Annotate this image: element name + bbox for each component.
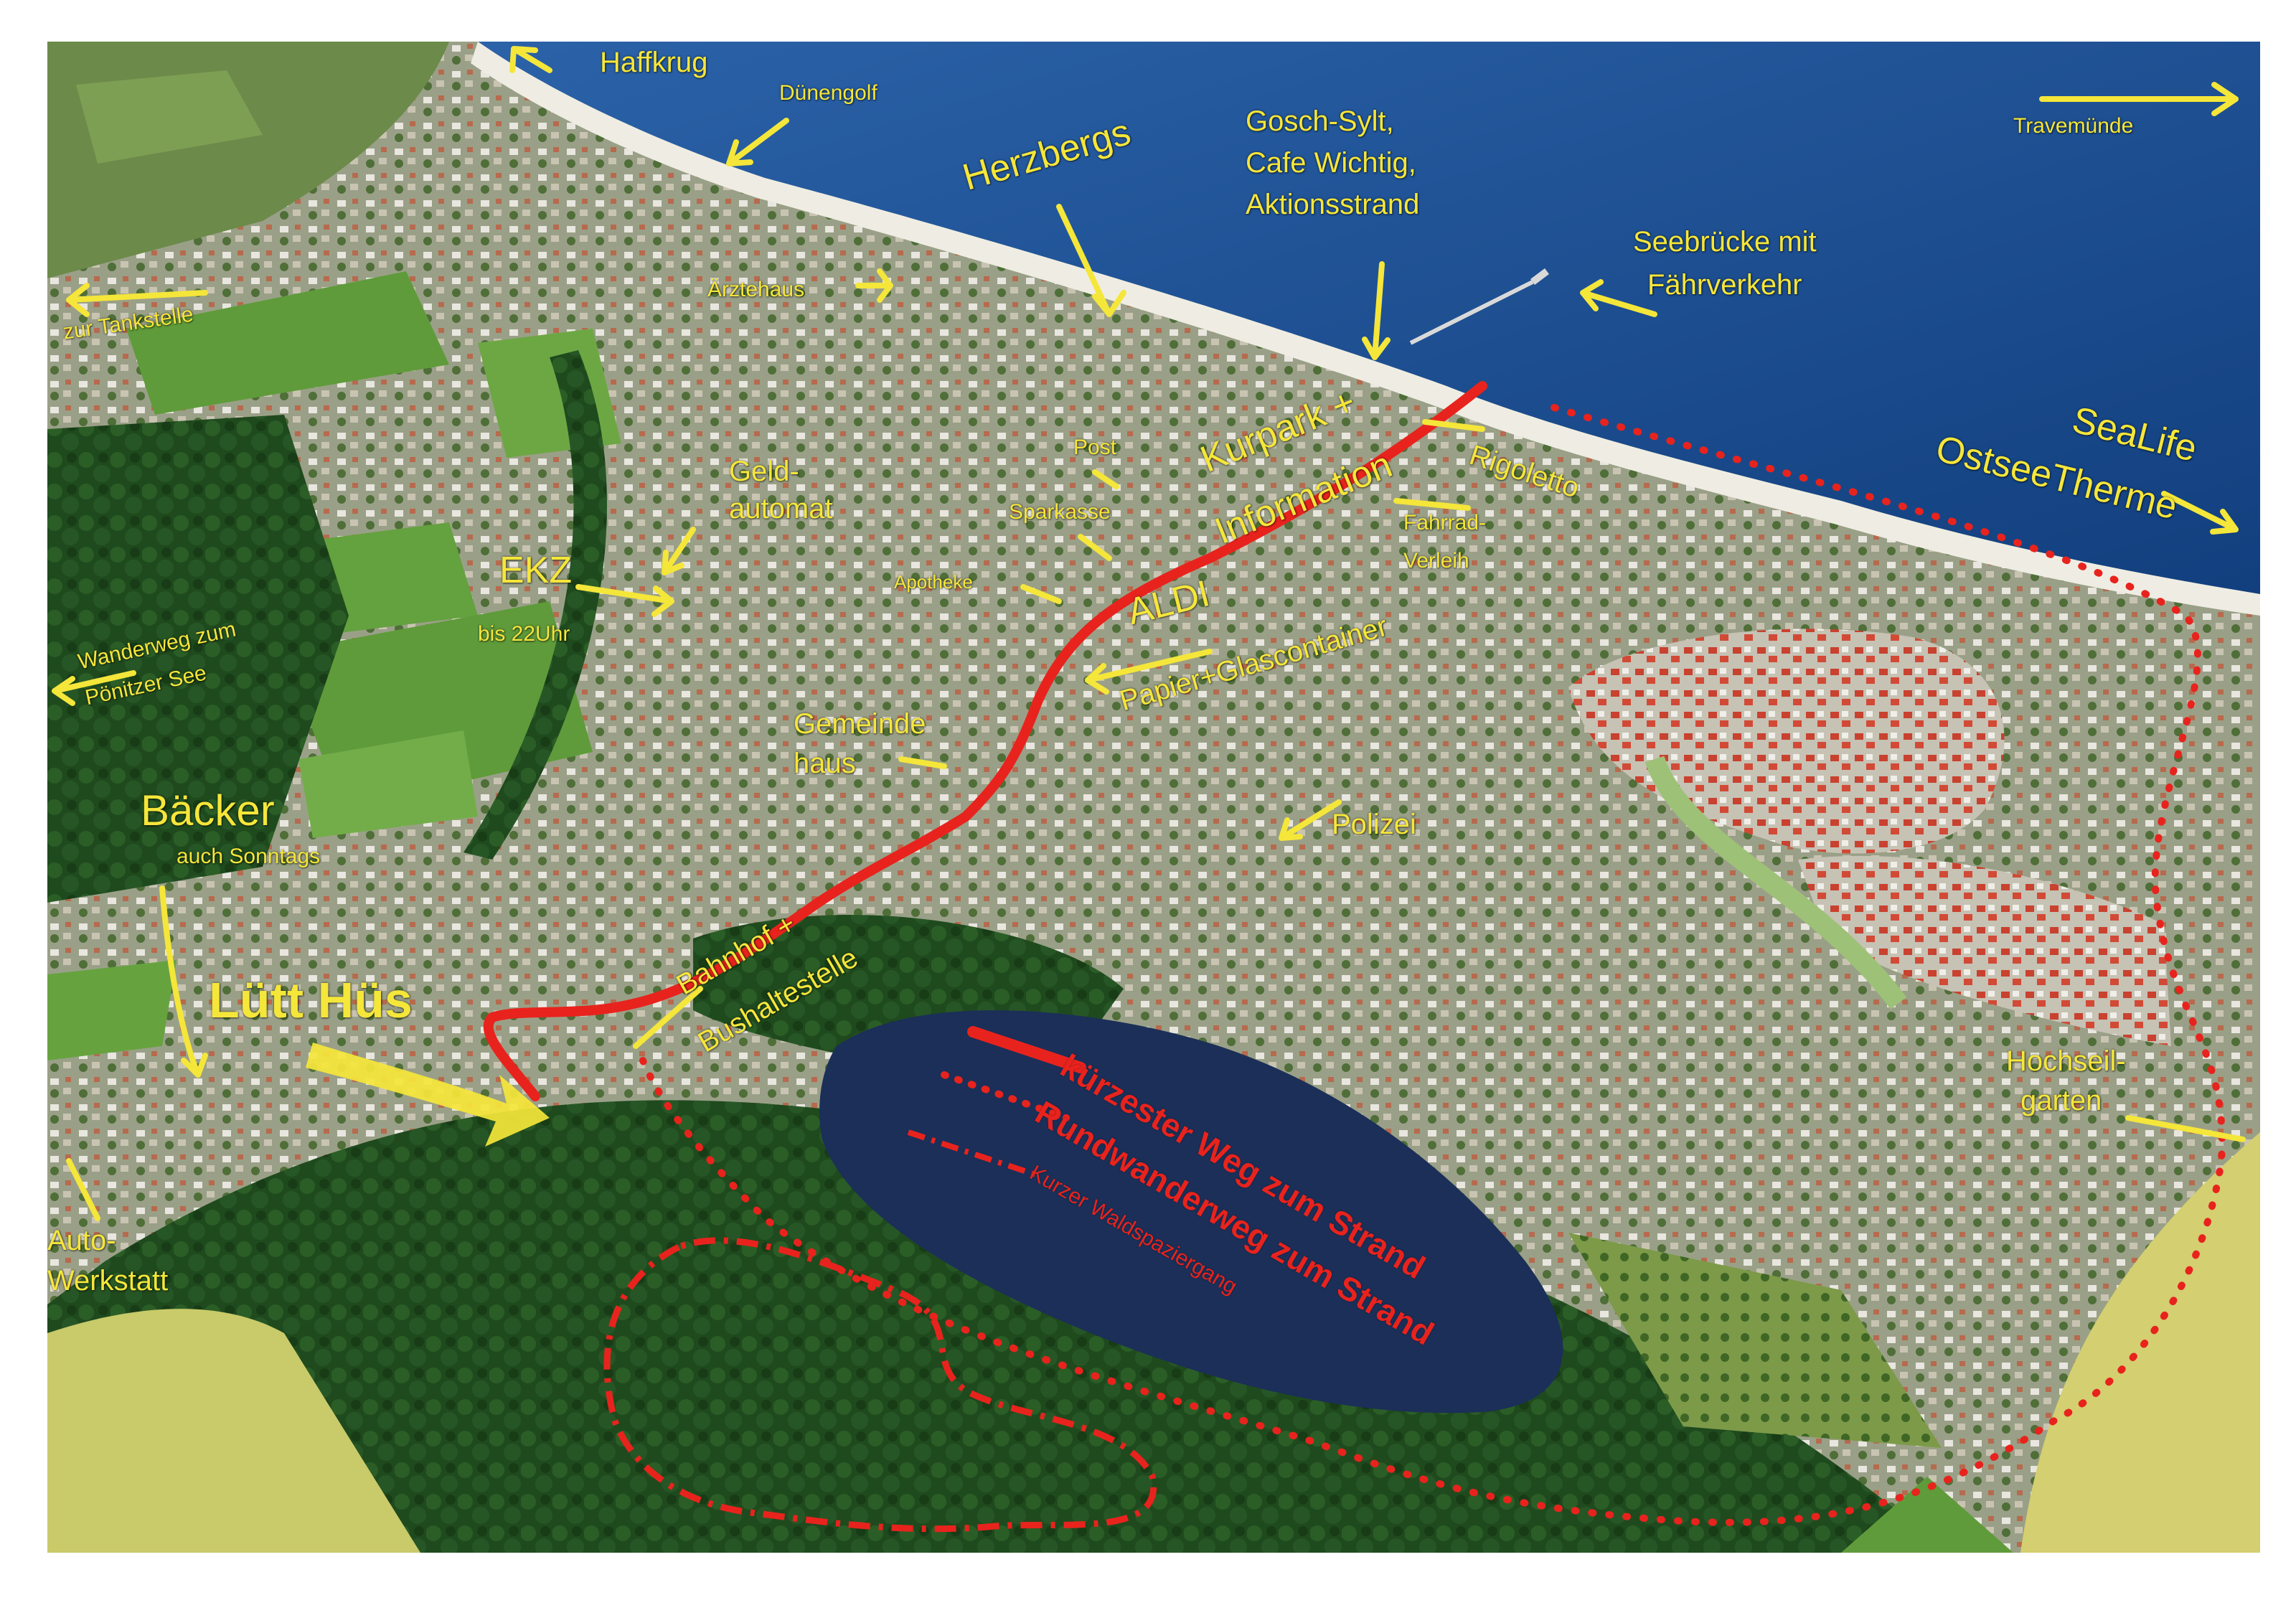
arrow-sealife	[2161, 491, 2239, 535]
label-gemeinde-2: haus	[794, 748, 856, 779]
label-luett-hues: Lütt Hüs	[209, 972, 413, 1028]
label-auto-1: Auto-	[47, 1225, 116, 1256]
label-seebruecke-1: Seebrücke mit	[1633, 226, 1817, 258]
forest-south	[47, 1100, 1949, 1553]
label-baecker-sub: auch Sonntags	[177, 845, 321, 868]
arrow-apotheke	[1020, 584, 1062, 604]
route-shortest	[483, 381, 1487, 1101]
label-haffkrug: Haffkrug	[600, 47, 708, 78]
arrow-gosch	[1362, 261, 1391, 360]
route-forest-walk	[603, 1237, 1157, 1533]
label-gosch-3: Aktionsstrand	[1246, 189, 1420, 220]
arrow-bahnhof	[633, 986, 703, 1049]
arrow-travemuende	[2039, 82, 2239, 116]
label-fahrrad-1: Fahrrad-	[1403, 511, 1487, 535]
aerial-map: Haffkrug Dünengolf Herzbergs Gosch-Sylt,…	[47, 42, 2260, 1553]
arrow-rigoletto	[1422, 419, 1485, 432]
arrow-sparkasse	[1078, 534, 1112, 561]
arrow-fahrrad	[1393, 498, 1471, 511]
arrow-haffkrug	[509, 46, 552, 73]
label-geld-2: automat	[729, 493, 833, 524]
arrow-polizei	[1279, 799, 1342, 841]
legend-line-shortest	[967, 1026, 1086, 1073]
arrow-hochseil	[2125, 1115, 2246, 1142]
label-aerztehaus: Ärztehaus	[707, 278, 805, 301]
pointer-arrows	[52, 46, 2246, 1221]
arrow-tankstelle	[66, 283, 208, 317]
label-hochseil-2: garten	[2020, 1085, 2102, 1116]
arrow-ekz	[575, 584, 674, 617]
orchard	[1568, 1233, 1942, 1448]
arrow-aerztehaus	[855, 268, 893, 303]
label-apotheke: Apotheke	[894, 571, 973, 593]
arrow-herzbergs	[1056, 204, 1126, 317]
lake	[819, 1010, 1563, 1413]
arrow-luett-hues	[306, 1043, 550, 1147]
arrow-seebruecke	[1580, 279, 1657, 317]
arrow-post	[1092, 469, 1119, 489]
label-gemeinde-1: Gemeinde	[794, 708, 926, 740]
arrow-wanderweg	[52, 670, 136, 706]
label-post: Post	[1073, 436, 1117, 459]
label-duenengolf: Dünengolf	[779, 81, 878, 105]
sea	[478, 42, 2260, 594]
arrow-duenengolf	[726, 118, 789, 166]
label-ekz-hours: bis 22Uhr	[478, 622, 570, 646]
route-round	[639, 404, 2226, 1526]
label-fahrrad-2: Verleih	[1403, 549, 1469, 573]
forest-west	[47, 415, 349, 903]
map-drawing	[47, 42, 2260, 1553]
arrow-auto	[66, 1158, 100, 1221]
label-travemuende: Travemünde	[2013, 114, 2134, 138]
legend-line-forest	[907, 1129, 1039, 1178]
label-auto-2: Werkstatt	[47, 1265, 169, 1297]
label-sparkasse: Sparkasse	[1009, 500, 1111, 524]
label-geld-1: Geld-	[729, 456, 799, 487]
label-seebruecke-2: Fährverkehr	[1647, 269, 1802, 301]
label-hochseil-1: Hochseil-	[2006, 1045, 2126, 1077]
field-sw	[47, 1309, 420, 1553]
label-gosch-2: Cafe Wichtig,	[1246, 147, 1416, 179]
arrow-geld	[662, 527, 696, 575]
arrow-gemeinde	[898, 756, 947, 769]
label-gosch-1: Gosch-Sylt,	[1246, 105, 1394, 137]
label-ekz: EKZ	[499, 550, 573, 591]
label-baecker: Bäcker	[141, 786, 275, 834]
pier	[1409, 280, 1534, 345]
arrow-baecker	[159, 885, 208, 1078]
label-polizei: Polizei	[1332, 809, 1416, 840]
arrow-aldi	[1085, 649, 1213, 695]
